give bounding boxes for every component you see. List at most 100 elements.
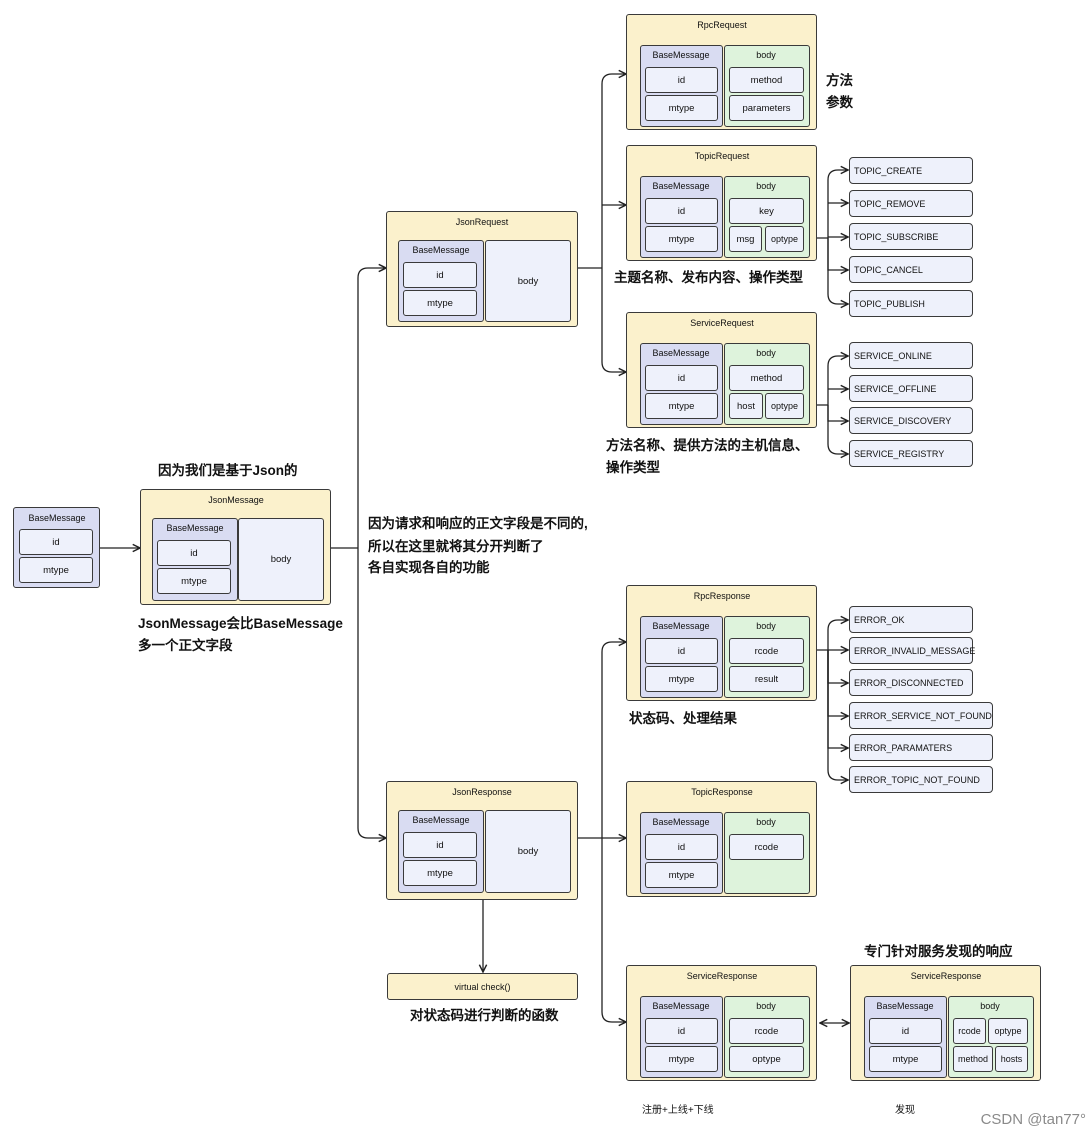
rcode-item: ERROR_PARAMATERS	[849, 734, 993, 761]
topic-optype-item: TOPIC_REMOVE	[849, 190, 973, 217]
service-response-discovery-id: id	[869, 1018, 942, 1044]
service-optype-label: SERVICE_ONLINE	[854, 351, 932, 361]
json-message-body: body	[238, 518, 324, 601]
service-response-rcode: rcode	[729, 1018, 804, 1044]
service-response-discovery-rcode: rcode	[953, 1018, 986, 1044]
service-request-body-title: body	[756, 348, 776, 358]
service-optype-label: SERVICE_OFFLINE	[854, 384, 937, 394]
topic-request-body-title: body	[756, 181, 776, 191]
rpc-request-body: body method parameters	[724, 45, 810, 127]
rpc-response-base-title: BaseMessage	[652, 621, 710, 631]
service-request-host: host	[729, 393, 763, 419]
rcode-item: ERROR_SERVICE_NOT_FOUND	[849, 702, 993, 729]
topic-response-body: body rcode	[724, 812, 810, 894]
service-response-discovery-base: BaseMessage id mtype	[864, 996, 947, 1078]
service-response-box: ServiceResponse BaseMessage id mtype bod…	[626, 965, 817, 1081]
service-request-body: body method host optype	[724, 343, 810, 425]
virtual-check-box: virtual check()	[387, 973, 578, 1000]
json-message-base-title: BaseMessage	[166, 523, 224, 533]
service-request-title: ServiceRequest	[690, 318, 754, 328]
json-message-note-1: JsonMessage会比BaseMessage	[138, 616, 343, 631]
rpc-response-base: BaseMessage id mtype	[640, 616, 723, 698]
json-request-id: id	[403, 262, 477, 288]
service-optype-label: SERVICE_REGISTRY	[854, 449, 945, 459]
topic-request-optype: optype	[765, 226, 804, 252]
json-request-mtype: mtype	[403, 290, 477, 316]
virtual-check-note: 对状态码进行判断的函数	[410, 1008, 559, 1023]
rpc-response-rcode: rcode	[729, 638, 804, 664]
service-response-mtype: mtype	[645, 1046, 718, 1072]
topic-request-base-title: BaseMessage	[652, 181, 710, 191]
json-message-title: JsonMessage	[208, 495, 264, 505]
topic-request-body: body key msg optype	[724, 176, 810, 258]
service-optype-label: SERVICE_DISCOVERY	[854, 416, 952, 426]
rcode-label: ERROR_PARAMATERS	[854, 743, 953, 753]
json-response-title: JsonResponse	[452, 787, 512, 797]
json-message-id: id	[157, 540, 231, 566]
rpc-response-title: RpcResponse	[693, 591, 751, 601]
json-response-id: id	[403, 832, 477, 858]
rcode-item: ERROR_INVALID_MESSAGE	[849, 637, 975, 664]
rpc-request-base-title: BaseMessage	[652, 50, 710, 60]
service-response-discovery-hosts: hosts	[995, 1046, 1028, 1072]
rcode-label: ERROR_SERVICE_NOT_FOUND	[854, 711, 992, 721]
json-based-note: 因为我们是基于Json的	[158, 463, 298, 478]
rpc-response-body: body rcode result	[724, 616, 810, 698]
json-response-base: BaseMessage id mtype	[398, 810, 484, 893]
topic-request-base: BaseMessage id mtype	[640, 176, 723, 258]
topic-response-mtype: mtype	[645, 862, 718, 888]
service-response-base-title: BaseMessage	[652, 1001, 710, 1011]
watermark: CSDN @tan77°	[980, 1111, 1086, 1128]
service-response-discovery-body-title: body	[980, 1001, 1000, 1011]
service-request-method: method	[729, 365, 804, 391]
service-request-mtype: mtype	[645, 393, 718, 419]
topic-optype-item: TOPIC_CREATE	[849, 157, 973, 184]
topic-response-title: TopicResponse	[691, 787, 753, 797]
service-response-title: ServiceResponse	[686, 971, 758, 981]
topic-response-id: id	[645, 834, 718, 860]
rcode-label: ERROR_DISCONNECTED	[854, 678, 964, 688]
topic-optype-item: TOPIC_PUBLISH	[849, 290, 973, 317]
service-request-id: id	[645, 365, 718, 391]
discover-label: 发现	[895, 1105, 915, 1116]
json-message-base: BaseMessage id mtype	[152, 518, 238, 601]
service-response-discovery-body: body rcode optype method hosts	[948, 996, 1034, 1078]
service-response-discovery-base-title: BaseMessage	[876, 1001, 934, 1011]
rcode-label: ERROR_TOPIC_NOT_FOUND	[854, 775, 980, 785]
rpc-response-id: id	[645, 638, 718, 664]
service-request-base: BaseMessage id mtype	[640, 343, 723, 425]
service-response-discovery-mtype: mtype	[869, 1046, 942, 1072]
service-response-id: id	[645, 1018, 718, 1044]
base-message-mtype: mtype	[19, 557, 93, 583]
service-response-discovery-title: ServiceResponse	[910, 971, 982, 981]
service-request-base-title: BaseMessage	[652, 348, 710, 358]
topic-request-id: id	[645, 198, 718, 224]
service-request-note-2: 操作类型	[606, 460, 660, 475]
service-response-discovery-box: ServiceResponse BaseMessage id mtype bod…	[850, 965, 1041, 1081]
topic-response-base-title: BaseMessage	[652, 817, 710, 827]
rpc-request-box: RpcRequest BaseMessage id mtype body met…	[626, 14, 817, 130]
topic-response-body-title: body	[756, 817, 776, 827]
split-note-3: 各自实现各自的功能	[368, 560, 490, 575]
service-response-optype: optype	[729, 1046, 804, 1072]
service-response-discovery-optype: optype	[988, 1018, 1028, 1044]
topic-request-msg: msg	[729, 226, 762, 252]
topic-optype-item: TOPIC_SUBSCRIBE	[849, 223, 973, 250]
topic-response-rcode: rcode	[729, 834, 804, 860]
service-response-base: BaseMessage id mtype	[640, 996, 723, 1078]
json-response-mtype: mtype	[403, 860, 477, 886]
rpc-request-mtype: mtype	[645, 95, 718, 121]
rpc-method-note: 方法	[826, 73, 853, 88]
topic-request-note: 主题名称、发布内容、操作类型	[614, 270, 803, 285]
service-optype-item: SERVICE_DISCOVERY	[849, 407, 973, 434]
service-response-discovery-method: method	[953, 1046, 993, 1072]
rpc-request-id: id	[645, 67, 718, 93]
base-message-title: BaseMessage	[28, 513, 86, 523]
rpc-request-parameters: parameters	[729, 95, 804, 121]
rpc-request-body-title: body	[756, 50, 776, 60]
json-request-body: body	[485, 240, 571, 322]
rpc-request-base: BaseMessage id mtype	[640, 45, 723, 127]
rpc-response-result: result	[729, 666, 804, 692]
service-request-note-1: 方法名称、提供方法的主机信息、	[606, 438, 809, 453]
service-response-body: body rcode optype	[724, 996, 810, 1078]
